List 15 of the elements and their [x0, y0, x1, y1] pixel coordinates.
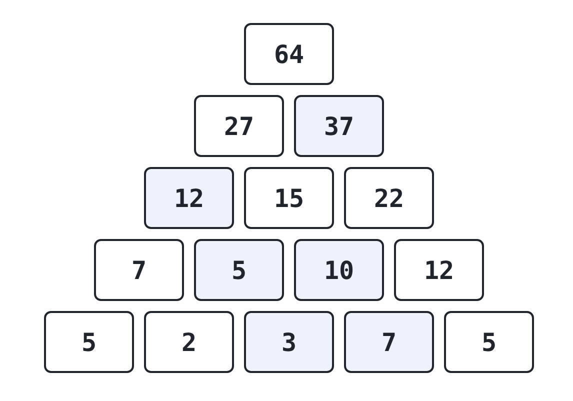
number-tile: 7	[94, 239, 184, 301]
number-tile: 22	[344, 167, 434, 229]
number-tile: 12	[144, 167, 234, 229]
number-tile: 37	[294, 95, 384, 157]
number-tile: 5	[194, 239, 284, 301]
number-tile: 7	[344, 311, 434, 373]
number-tile: 10	[294, 239, 384, 301]
number-tile: 27	[194, 95, 284, 157]
number-tile: 5	[444, 311, 534, 373]
number-tile: 2	[144, 311, 234, 373]
number-tile: 64	[244, 23, 334, 85]
number-tile: 3	[244, 311, 334, 373]
number-tile: 12	[394, 239, 484, 301]
number-tile: 15	[244, 167, 334, 229]
number-tile: 5	[44, 311, 134, 373]
